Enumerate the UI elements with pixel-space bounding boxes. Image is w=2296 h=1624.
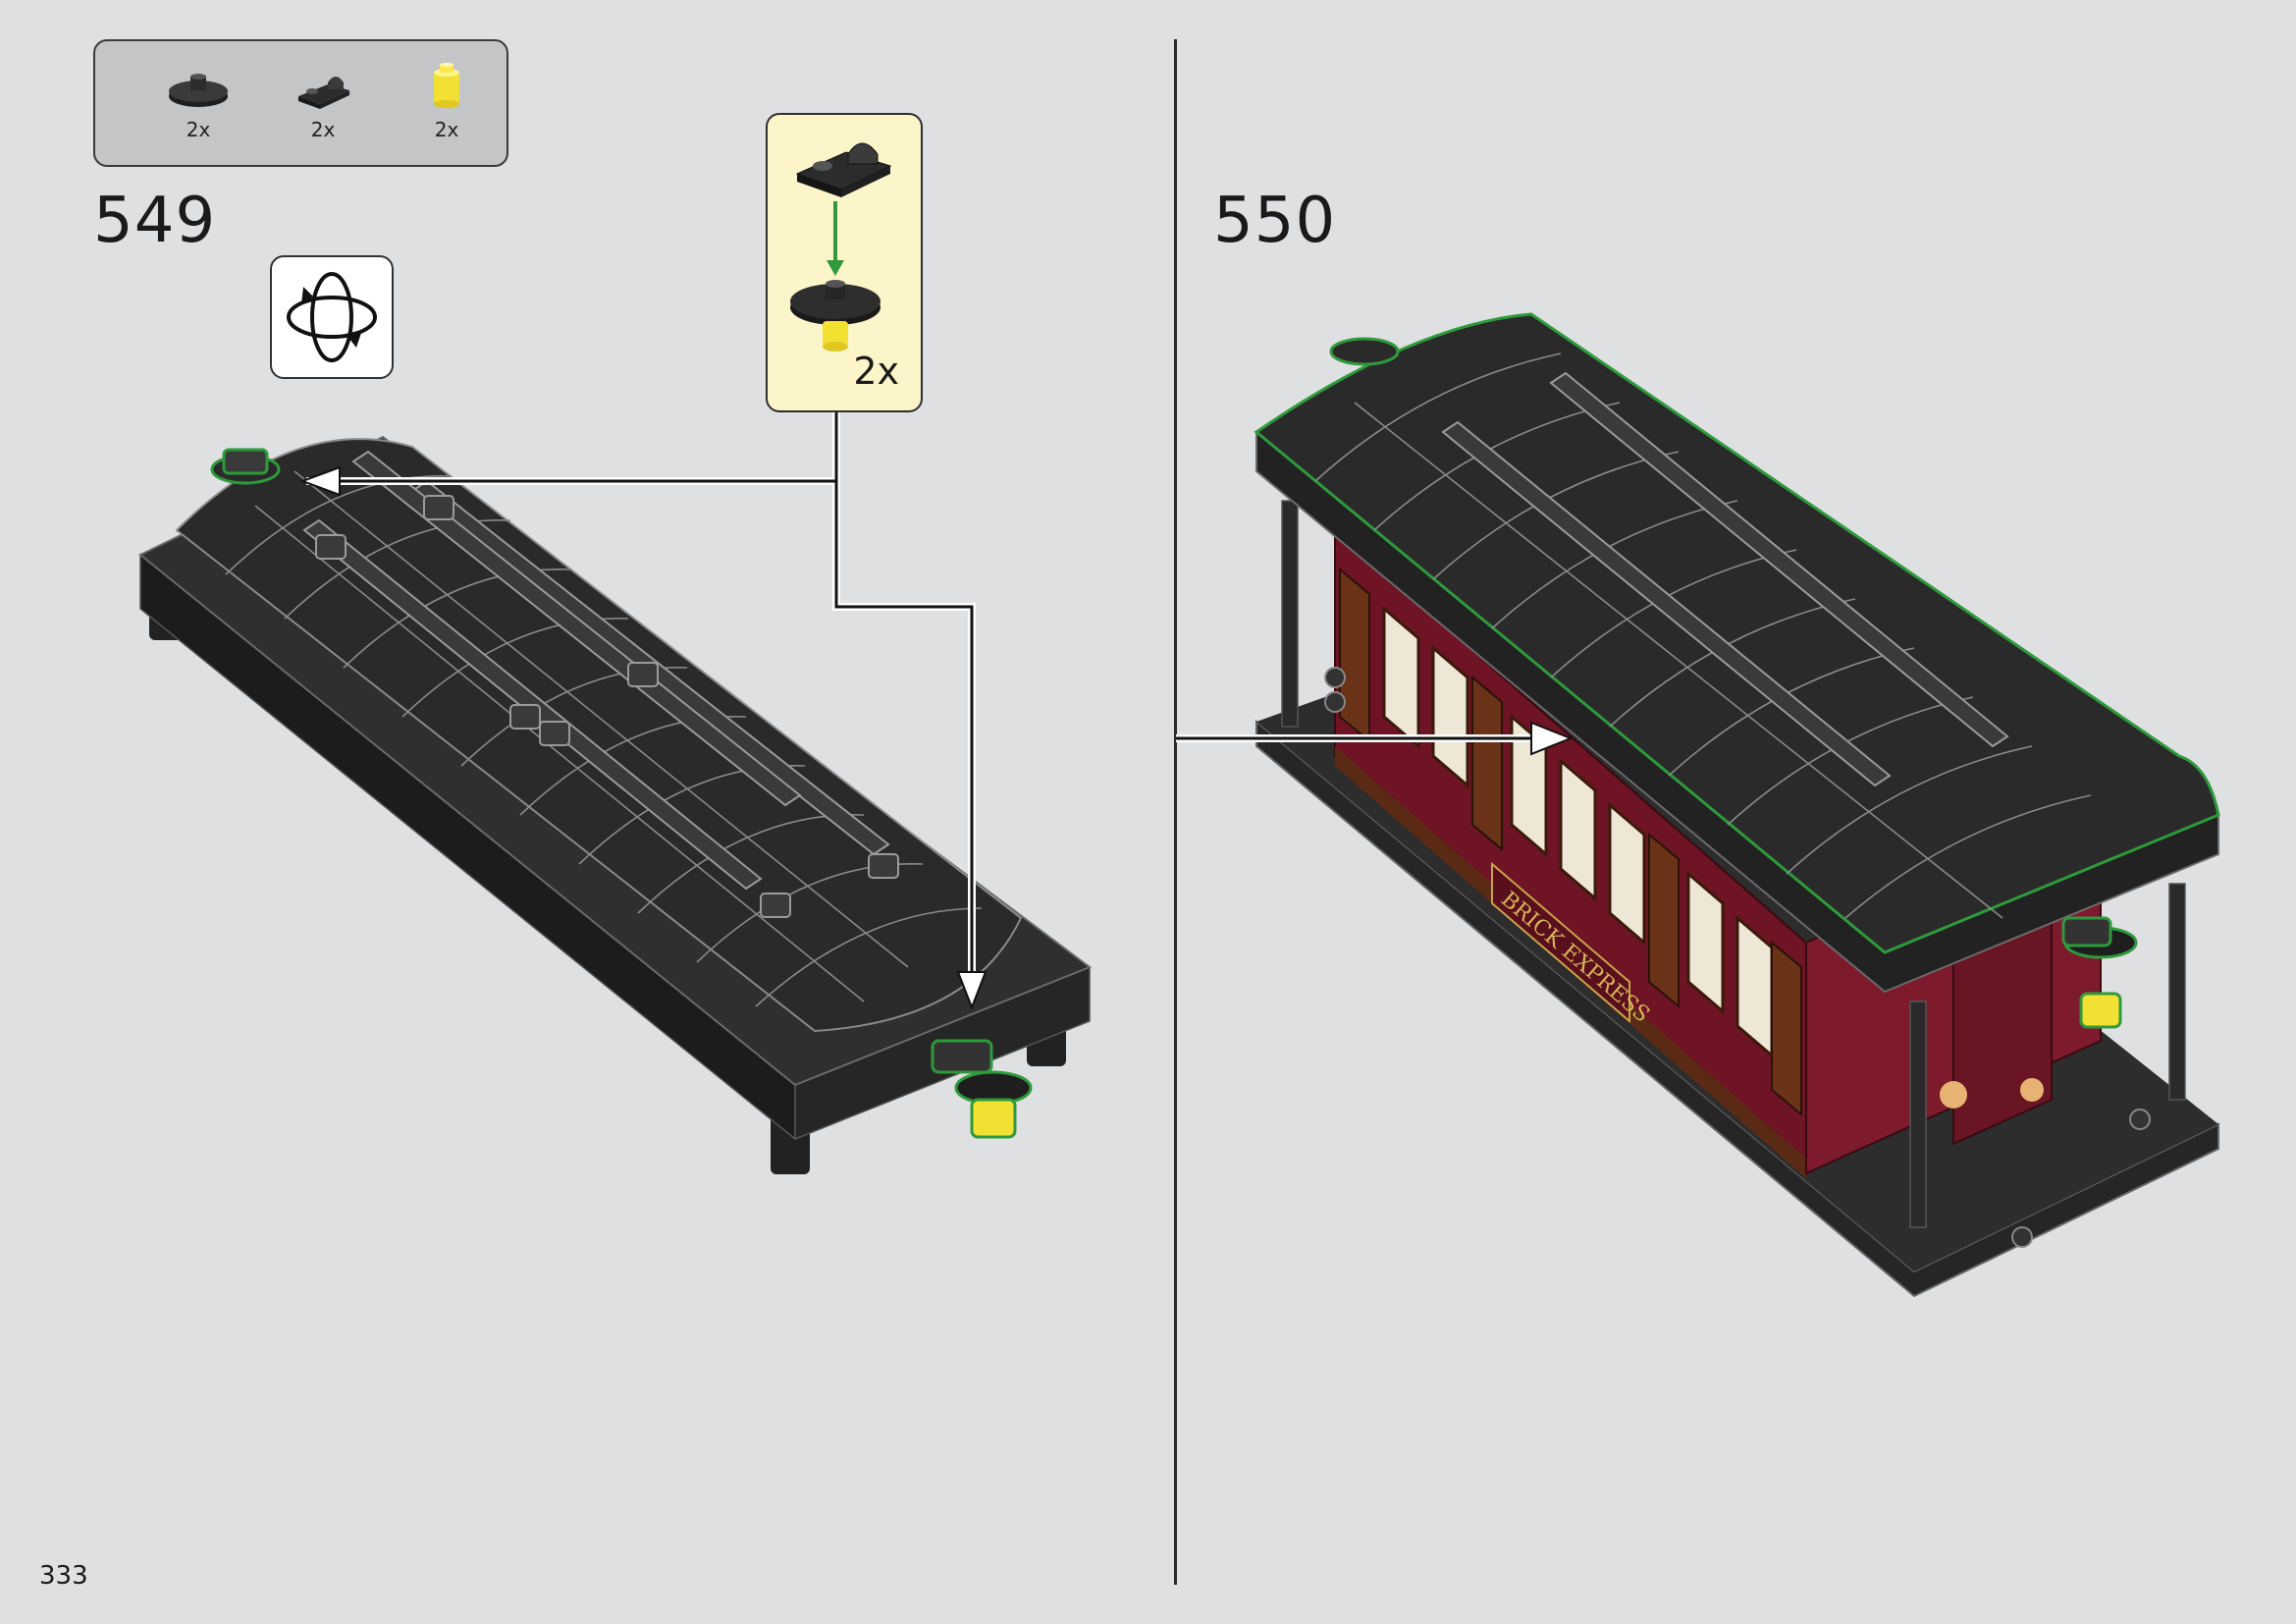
rotate-arrows-icon bbox=[287, 272, 377, 362]
part-item: 2x bbox=[284, 63, 362, 161]
model-pointer-arrow bbox=[1176, 721, 1574, 756]
sub-assembly-qty: 2x bbox=[853, 350, 899, 393]
part-qty: 2x bbox=[434, 118, 459, 141]
part-item: 2x bbox=[407, 63, 486, 161]
round-plate-dark-icon bbox=[169, 74, 228, 107]
arrow-head-icon bbox=[299, 465, 341, 497]
parts-list-callout: 2x 2x 2x bbox=[93, 39, 508, 167]
sub-assembly-callout: 2x bbox=[766, 113, 923, 412]
part-qty: 2x bbox=[186, 118, 211, 141]
sub-assembly-diagram bbox=[790, 142, 892, 352]
step-number-549: 549 bbox=[93, 185, 217, 257]
arrow-head-icon bbox=[1530, 721, 1574, 756]
step-number-550: 550 bbox=[1213, 185, 1337, 257]
trans-yellow-round-brick-icon bbox=[434, 63, 459, 108]
roof-assembly-model bbox=[138, 435, 1093, 1174]
clip-plate-dark-icon bbox=[298, 77, 349, 109]
arrow-head-icon bbox=[956, 971, 988, 1010]
callout-connector bbox=[306, 412, 974, 992]
step-divider bbox=[1174, 39, 1177, 1585]
rotate-model-callout bbox=[270, 255, 394, 379]
part-item: 2x bbox=[159, 63, 238, 161]
part-qty: 2x bbox=[310, 118, 336, 141]
page-number: 333 bbox=[39, 1561, 88, 1591]
coach-model: BRICK EXPRESS bbox=[1254, 312, 2220, 1298]
